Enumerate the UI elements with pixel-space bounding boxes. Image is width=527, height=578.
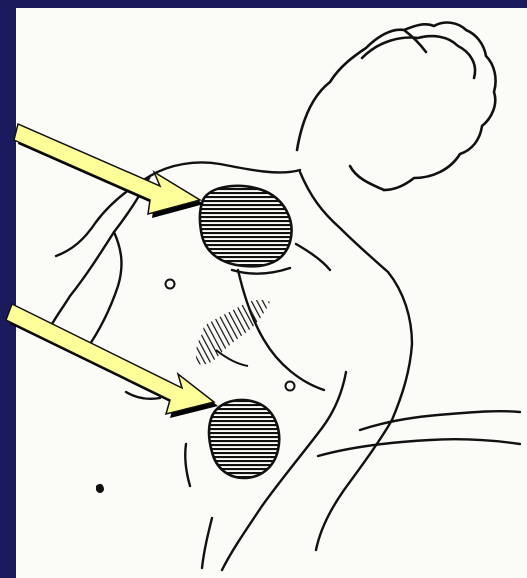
arrow-upper[interactable] xyxy=(14,124,204,218)
arrow-lower[interactable] xyxy=(6,304,218,418)
lower-pad xyxy=(209,400,279,478)
head-outline xyxy=(297,23,496,190)
arrow-lower-body xyxy=(6,304,214,414)
upper-pad xyxy=(200,186,292,266)
arrow-upper-body xyxy=(14,124,200,214)
stray-mark xyxy=(96,484,104,493)
